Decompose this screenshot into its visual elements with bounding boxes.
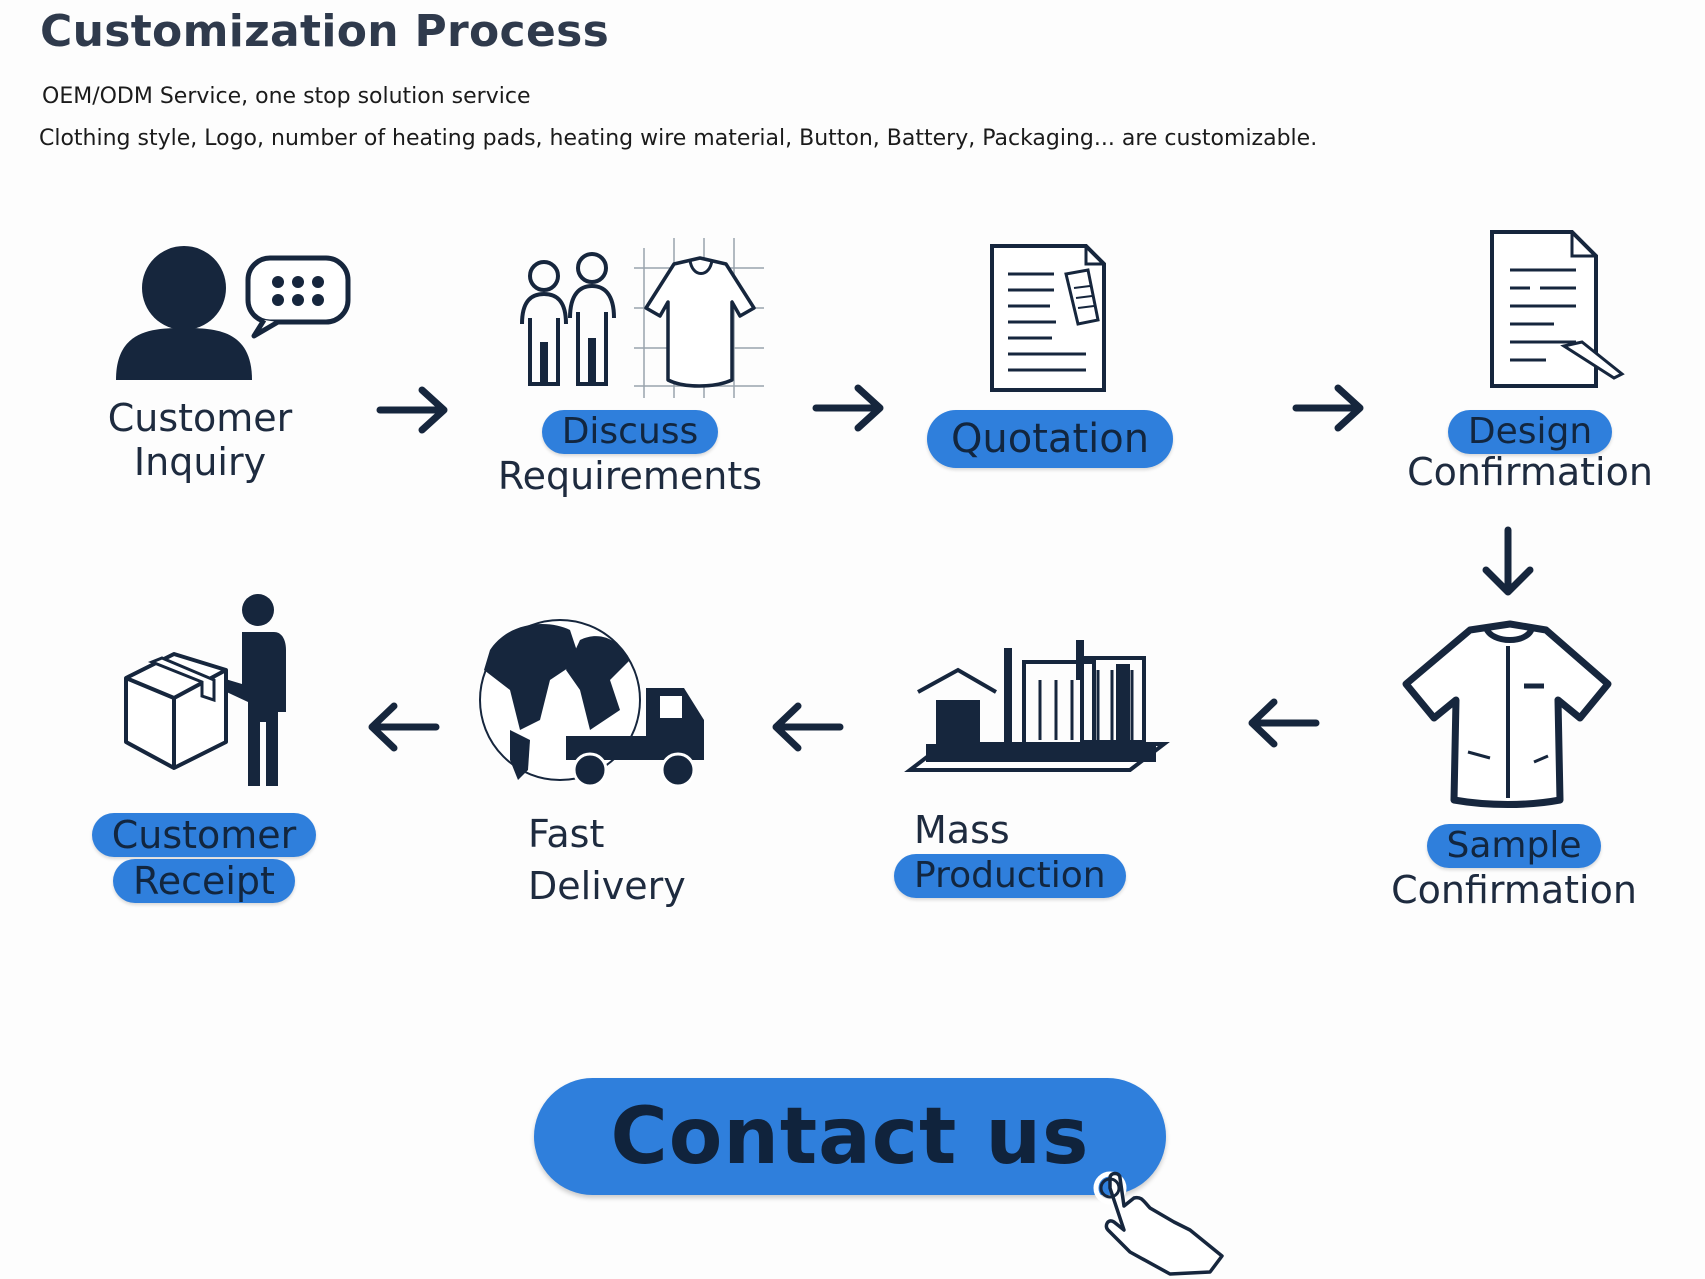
globe-truck-icon — [479, 619, 704, 788]
quotation-badge: Quotation — [926, 410, 1174, 468]
arrow-left-icon — [772, 702, 844, 752]
page-description: Clothing style, Logo, number of heating … — [39, 126, 1318, 151]
arrow-right-icon — [1292, 384, 1364, 432]
document-pen-icon — [1490, 230, 1625, 388]
customer-badge: Customer — [91, 813, 317, 857]
people-garment-icon — [520, 238, 764, 398]
discuss-badge: Discuss — [541, 410, 719, 454]
step-design-confirmation-label: Design Confirmation — [1407, 410, 1653, 494]
factory-icon — [904, 640, 1170, 772]
production-badge: Production — [894, 854, 1126, 898]
contact-us-button[interactable]: Contact us — [534, 1078, 1166, 1195]
person-chat-icon — [116, 246, 351, 380]
page-subtitle: OEM/ODM Service, one stop solution servi… — [42, 84, 531, 109]
step-sample-confirmation-label: Sample Confirmation — [1391, 824, 1637, 912]
receipt-badge: Receipt — [113, 859, 295, 903]
sample-badge: Sample — [1426, 824, 1602, 868]
step-mass-production-label: Mass Production — [894, 808, 1194, 898]
arrow-right-icon — [812, 384, 884, 432]
arrow-right-icon — [376, 386, 448, 434]
arrow-left-icon — [1248, 698, 1320, 748]
page-title: Customization Process — [40, 6, 610, 57]
step-customer-receipt-label: Customer Receipt — [74, 812, 334, 904]
shirt-icon — [1402, 620, 1612, 808]
document-tag-icon — [990, 244, 1106, 392]
step-discuss-requirements-label: Discuss Requirements — [497, 410, 763, 498]
step-customer-inquiry-label: Customer Inquiry — [107, 396, 293, 484]
pointer-hand-icon — [1093, 1171, 1224, 1276]
arrow-down-icon — [1482, 526, 1534, 596]
person-box-icon — [124, 594, 286, 786]
step-quotation-label: Quotation — [900, 410, 1200, 468]
design-badge: Design — [1447, 410, 1613, 454]
arrow-left-icon — [368, 702, 440, 752]
step-fast-delivery-label: Fast Delivery — [528, 812, 686, 908]
